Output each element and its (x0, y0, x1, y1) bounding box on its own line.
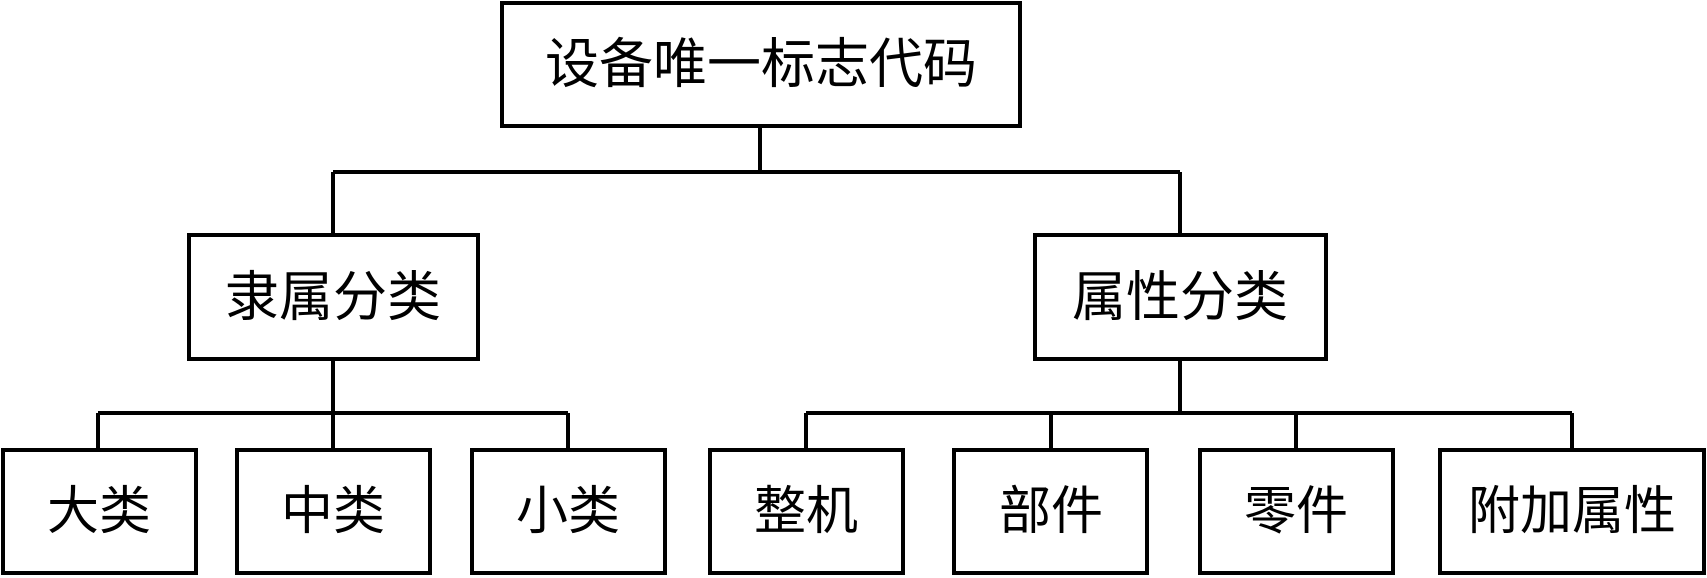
leaf-node-2-4-label: 附加属性 (1468, 482, 1676, 542)
branch-node-2-label: 属性分类 (1072, 266, 1288, 329)
branch-node-2-box (1033, 233, 1328, 361)
leaf-node-2-2: 部件 (952, 448, 1149, 575)
leaf-node-2-3-label: 零件 (1244, 482, 1348, 542)
branch-node-2: 属性分类 (1033, 233, 1328, 361)
leaf-node-1-2-label: 中类 (281, 482, 385, 542)
branch-node-1-box (187, 233, 480, 361)
root-node: 设备唯一标志代码 (500, 1, 1022, 128)
leaf-node-1-3-label: 小类 (516, 482, 620, 542)
leaf-node-1-1-box (1, 448, 198, 575)
leaf-node-1-3-box (470, 448, 667, 575)
connectors-branch-2 (804, 359, 1574, 450)
leaf-node-1-2-box (235, 448, 432, 575)
connectors-branch-1 (96, 359, 570, 450)
connectors-root (331, 126, 1182, 235)
leaf-node-2-3: 零件 (1198, 448, 1395, 575)
leaf-node-2-3-box (1198, 448, 1395, 575)
leaf-node-2-2-box (952, 448, 1149, 575)
branch-node-1-label: 隶属分类 (225, 266, 441, 329)
leaf-node-1-1-label: 大类 (47, 482, 151, 542)
root-node-label: 设备唯一标志代码 (545, 33, 977, 96)
leaf-node-2-4-box (1438, 448, 1706, 575)
leaf-node-1-1: 大类 (1, 448, 198, 575)
leaf-node-2-1: 整机 (708, 448, 905, 575)
leaf-node-2-1-box (708, 448, 905, 575)
root-node-box (500, 1, 1022, 128)
leaf-node-2-4: 附加属性 (1438, 448, 1706, 575)
leaf-node-1-2: 中类 (235, 448, 432, 575)
leaf-node-1-3: 小类 (470, 448, 667, 575)
leaf-node-2-2-label: 部件 (999, 482, 1103, 542)
leaf-node-2-1-label: 整机 (754, 482, 858, 542)
branch-node-1: 隶属分类 (187, 233, 480, 361)
